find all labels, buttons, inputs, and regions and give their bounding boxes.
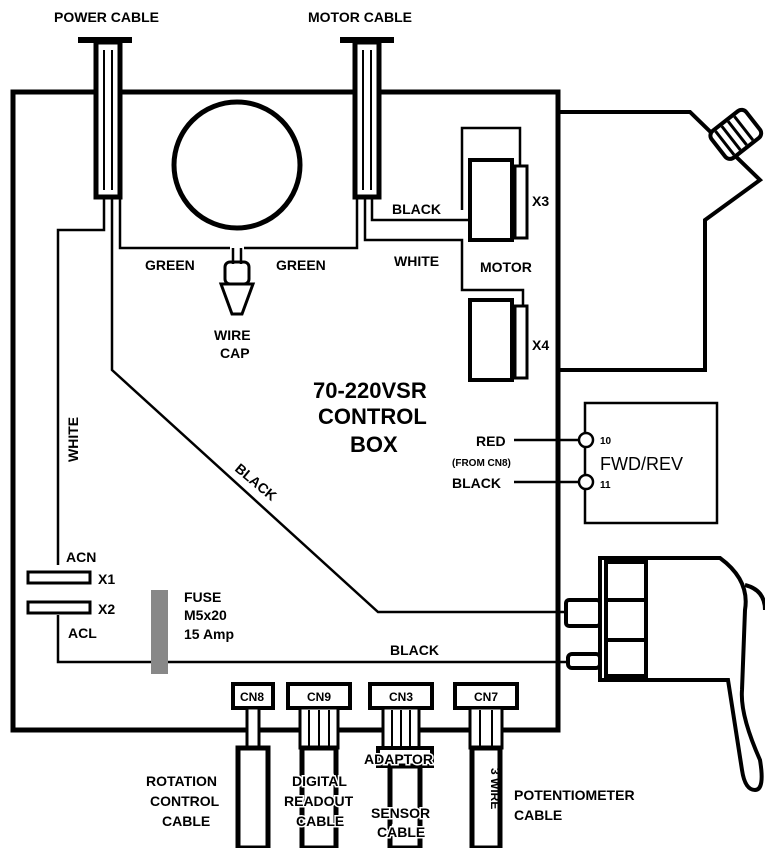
fuse-icon (151, 590, 168, 674)
rotation-cable-label-1: ROTATION (146, 773, 217, 789)
potentiometer-cable-label-2: CABLE (514, 807, 562, 823)
adaptor-label: ADAPTOR (364, 751, 433, 767)
box-title-line-2: CONTROL (318, 404, 427, 429)
connector-cn7 (453, 682, 519, 848)
three-wire-label: 3 WIRE (488, 768, 502, 809)
switch-handle-icon (564, 556, 765, 793)
fuse-label-2: M5x20 (184, 607, 227, 623)
motor-housing (558, 110, 764, 372)
digital-cable-label-1: DIGITAL (292, 773, 347, 789)
fwd-rev-pin-11 (577, 473, 595, 491)
x2-label: X2 (98, 601, 115, 617)
fwd-rev-box (583, 401, 719, 525)
cn9-label: CN9 (307, 690, 331, 704)
cn8-label: CN8 (240, 690, 264, 704)
connector-cn8 (231, 682, 275, 848)
power-cable-label: POWER CABLE (54, 9, 159, 25)
digital-cable-label-2: READOUT (284, 793, 354, 809)
terminal-x2 (26, 600, 92, 615)
box-title-line-3: BOX (350, 432, 398, 457)
sensor-cable-label-2: CABLE (377, 824, 425, 840)
terminal-x4 (468, 298, 529, 382)
potentiometer-cable-label-1: POTENTIOMETER (514, 787, 635, 803)
terminal-x3 (468, 158, 529, 242)
motor-cable-entry (340, 37, 394, 200)
x4-label: X4 (532, 337, 549, 353)
cn3-label: CN3 (389, 690, 413, 704)
motor-cable-label: MOTOR CABLE (308, 9, 412, 25)
connector-cn9 (286, 682, 352, 848)
connector-cn3 (368, 682, 434, 848)
x1-label: X1 (98, 571, 115, 587)
digital-cable-label-3: CABLE (296, 813, 344, 829)
white-motor-wire-label: WHITE (394, 253, 439, 269)
motor-label: MOTOR (480, 259, 532, 275)
rotation-cable-label-3: CABLE (162, 813, 210, 829)
fwd-rev-pin-11-label: 11 (600, 480, 611, 491)
capacitor-circle (171, 99, 303, 231)
fwd-rev-black-label: BLACK (452, 475, 501, 491)
white-left-wire-label: WHITE (65, 417, 81, 462)
sensor-cable-label-1: SENSOR (371, 805, 430, 821)
rotation-cable-label-2: CONTROL (150, 793, 220, 809)
x3-label: X3 (532, 193, 549, 209)
green-wire-right-label: GREEN (276, 257, 326, 273)
fwd-rev-red-label: RED (476, 433, 506, 449)
black-diagonal-wire-label: BLACK (232, 460, 280, 504)
acl-label: ACL (68, 625, 97, 641)
wire-cap-label-1: WIRE (214, 327, 251, 343)
fwd-rev-title: FWD/REV (600, 454, 683, 474)
power-cable-entry (78, 37, 132, 200)
wire-cap-icon (218, 248, 256, 316)
cn7-label: CN7 (474, 690, 498, 704)
fuse-label-3: 15 Amp (184, 626, 234, 642)
fwd-rev-pin-10 (577, 431, 595, 449)
box-title-line-1: 70-220VSR (313, 378, 427, 403)
black-bottom-wire-label: BLACK (390, 642, 439, 658)
green-wire-left-label: GREEN (145, 257, 195, 273)
acn-label: ACN (66, 549, 96, 565)
fwd-rev-from-label: (FROM CN8) (452, 458, 511, 469)
black-motor-wire-label: BLACK (392, 201, 441, 217)
wire-cap-label-2: CAP (220, 345, 250, 361)
terminal-x1 (26, 570, 92, 585)
motor-knob-icon (708, 107, 764, 161)
control-box-outline (10, 89, 561, 733)
internal-wires (56, 126, 582, 664)
fuse-label-1: FUSE (184, 589, 221, 605)
fwd-rev-pin-10-label: 10 (600, 436, 612, 447)
